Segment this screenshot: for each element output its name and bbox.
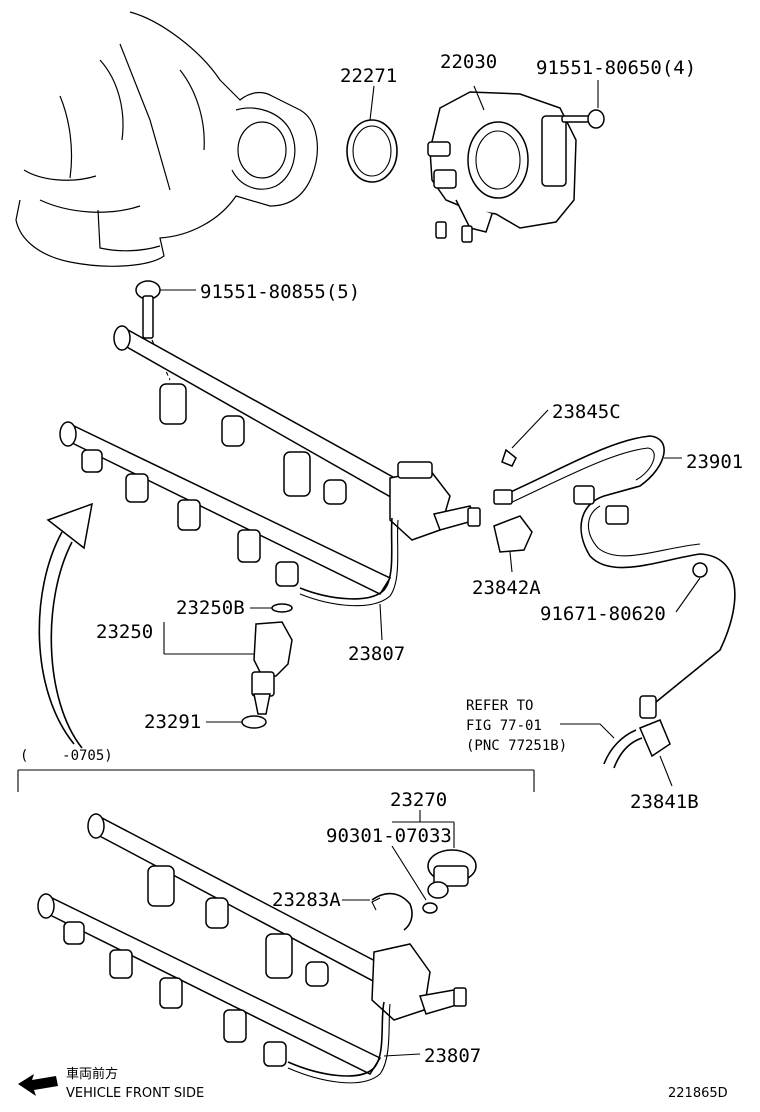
label-91551-80650: 91551-80650(4) [536, 57, 696, 79]
label-23291: 23291 [144, 711, 201, 733]
fuel-rail-rear-bottom [87, 813, 402, 991]
injector-assembly [163, 603, 293, 729]
throttle-body [427, 85, 577, 243]
label-23901: 23901 [686, 451, 743, 473]
label-23270: 23270 [390, 789, 447, 811]
date-range: ( -0705) [20, 748, 113, 764]
fuel-rail-front-top [59, 421, 392, 595]
refer-line-1: REFER TO [466, 698, 533, 714]
diagram-id: 221865D [668, 1086, 728, 1101]
label-23283A: 23283A [272, 889, 341, 911]
bolt-91551-80650 [561, 80, 605, 129]
label-23845C: 23845C [552, 401, 621, 423]
fuel-hose-top [299, 517, 399, 641]
label-22271: 22271 [340, 65, 397, 87]
vehicle-front-arrow [18, 1074, 58, 1096]
connector-23841B [603, 719, 673, 787]
front-label-jp: 車両前方 [66, 1066, 118, 1082]
front-label-en: VEHICLE FRONT SIDE [66, 1086, 204, 1101]
connector-23842A [493, 515, 533, 573]
section-divider [17, 769, 535, 792]
label-23250: 23250 [96, 621, 153, 643]
label-23250B: 23250B [176, 597, 245, 619]
clip-23845C [501, 409, 549, 467]
label-23807-bottom: 23807 [424, 1045, 481, 1067]
fuel-rail-rear-top [113, 325, 422, 510]
damper-bottom [371, 943, 467, 1021]
pulsation-damper-23270 [391, 810, 477, 914]
label-90301-07033: 90301-07033 [326, 825, 452, 847]
label-22030: 22030 [440, 51, 497, 73]
label-23841B: 23841B [630, 791, 699, 813]
front-direction-arrow [38, 502, 93, 749]
throttle-gasket [346, 85, 398, 183]
fuel-hose-bottom [287, 1001, 421, 1084]
label-23807-top: 23807 [348, 643, 405, 665]
refer-line-2: FIG 77-01 [466, 718, 542, 734]
bolt-91671-80620 [675, 562, 708, 613]
fuel-rail-front-bottom [37, 893, 382, 1075]
pressure-regulator-top [389, 461, 481, 541]
label-91551-80855: 91551-80855(5) [200, 281, 360, 303]
label-91671-80620: 91671-80620 [540, 603, 666, 625]
refer-line-3: (PNC 77251B) [466, 738, 567, 754]
label-23842A: 23842A [472, 577, 541, 599]
clip-23283A [342, 892, 413, 931]
intake-manifold-outline [15, 11, 318, 267]
fuel-tube-23901 [493, 435, 736, 719]
